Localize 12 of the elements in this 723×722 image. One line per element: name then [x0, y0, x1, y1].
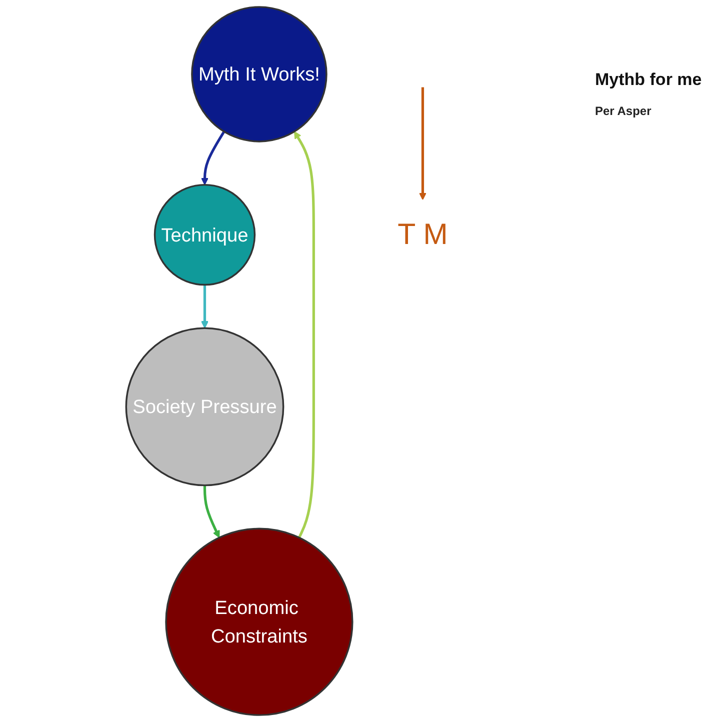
arrow — [200, 130, 226, 186]
arrow — [203, 485, 220, 538]
arrow — [418, 87, 427, 200]
node-circle: Society Pressure — [125, 327, 284, 486]
arrow — [200, 284, 209, 328]
title-text: Mythb for me — [595, 70, 703, 90]
node-circle: Myth It Works! — [191, 6, 328, 142]
node-text: T M — [398, 218, 448, 251]
node-circle: Technique — [154, 184, 256, 286]
node-circle: Economic Constraints — [165, 528, 354, 716]
author-text: Per Asper — [595, 104, 652, 118]
arrow — [294, 131, 315, 538]
